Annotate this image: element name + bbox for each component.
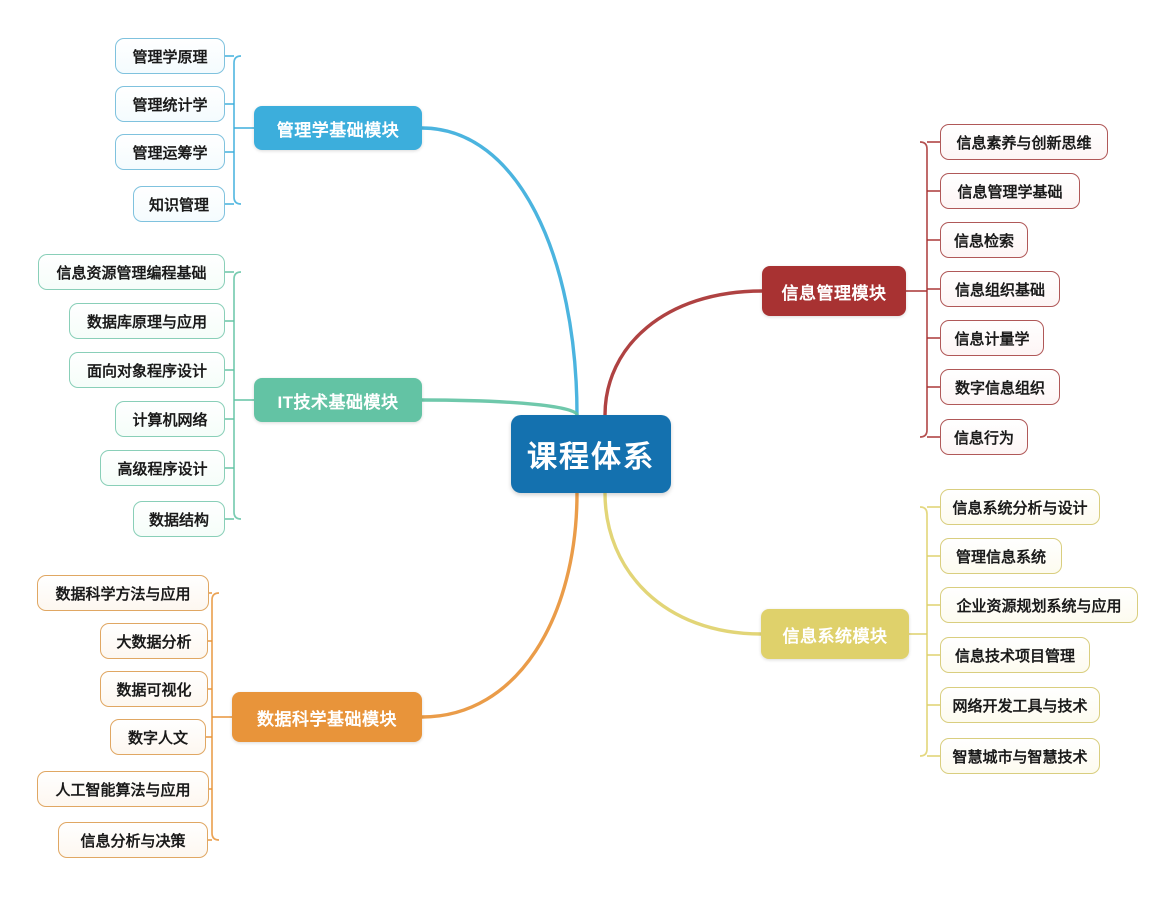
- root-node[interactable]: 课程体系: [511, 415, 671, 493]
- leaf-node[interactable]: 数据库原理与应用: [69, 303, 225, 339]
- leaf-node[interactable]: 信息素养与创新思维: [940, 124, 1108, 160]
- leaf-node[interactable]: 管理运筹学: [115, 134, 225, 170]
- leaf-node[interactable]: 信息系统分析与设计: [940, 489, 1100, 525]
- leaf-node[interactable]: 企业资源规划系统与应用: [940, 587, 1138, 623]
- branch-connector: [420, 491, 579, 719]
- leaf-node[interactable]: 面向对象程序设计: [69, 352, 225, 388]
- leaf-node[interactable]: 数据科学方法与应用: [37, 575, 209, 611]
- leaf-node[interactable]: 网络开发工具与技术: [940, 687, 1100, 723]
- leaf-node[interactable]: 人工智能算法与应用: [37, 771, 209, 807]
- leaf-node[interactable]: 信息管理学基础: [940, 173, 1080, 209]
- branch-connector: [420, 398, 579, 417]
- leaf-spine: [919, 141, 928, 438]
- leaf-node[interactable]: 信息分析与决策: [58, 822, 208, 858]
- leaf-node[interactable]: 高级程序设计: [100, 450, 225, 486]
- leaf-node[interactable]: 信息检索: [940, 222, 1028, 258]
- leaf-spine: [233, 271, 242, 520]
- leaf-node[interactable]: 管理信息系统: [940, 538, 1062, 574]
- leaf-node[interactable]: 数据结构: [133, 501, 225, 537]
- leaf-spine: [211, 592, 220, 841]
- leaf-node[interactable]: 信息资源管理编程基础: [38, 254, 225, 290]
- leaf-node[interactable]: 信息行为: [940, 419, 1028, 455]
- leaf-node[interactable]: 信息组织基础: [940, 271, 1060, 307]
- leaf-node[interactable]: 知识管理: [133, 186, 225, 222]
- branch-node-im[interactable]: 信息管理模块: [762, 266, 906, 316]
- leaf-node[interactable]: 管理统计学: [115, 86, 225, 122]
- leaf-node[interactable]: 智慧城市与智慧技术: [940, 738, 1100, 774]
- leaf-spine: [233, 55, 242, 205]
- leaf-node[interactable]: 管理学原理: [115, 38, 225, 74]
- branch-connector: [603, 491, 763, 636]
- branch-connector: [603, 289, 764, 417]
- leaf-spine: [919, 506, 928, 757]
- leaf-node[interactable]: 大数据分析: [100, 623, 208, 659]
- leaf-node[interactable]: 计算机网络: [115, 401, 225, 437]
- leaf-node[interactable]: 数字信息组织: [940, 369, 1060, 405]
- branch-node-mgmt[interactable]: 管理学基础模块: [254, 106, 422, 150]
- branch-connector: [420, 126, 579, 417]
- leaf-node[interactable]: 数字人文: [110, 719, 206, 755]
- branch-node-it[interactable]: IT技术基础模块: [254, 378, 422, 422]
- leaf-node[interactable]: 信息技术项目管理: [940, 637, 1090, 673]
- leaf-node[interactable]: 数据可视化: [100, 671, 208, 707]
- branch-node-ds[interactable]: 数据科学基础模块: [232, 692, 422, 742]
- branch-node-is[interactable]: 信息系统模块: [761, 609, 909, 659]
- leaf-node[interactable]: 信息计量学: [940, 320, 1044, 356]
